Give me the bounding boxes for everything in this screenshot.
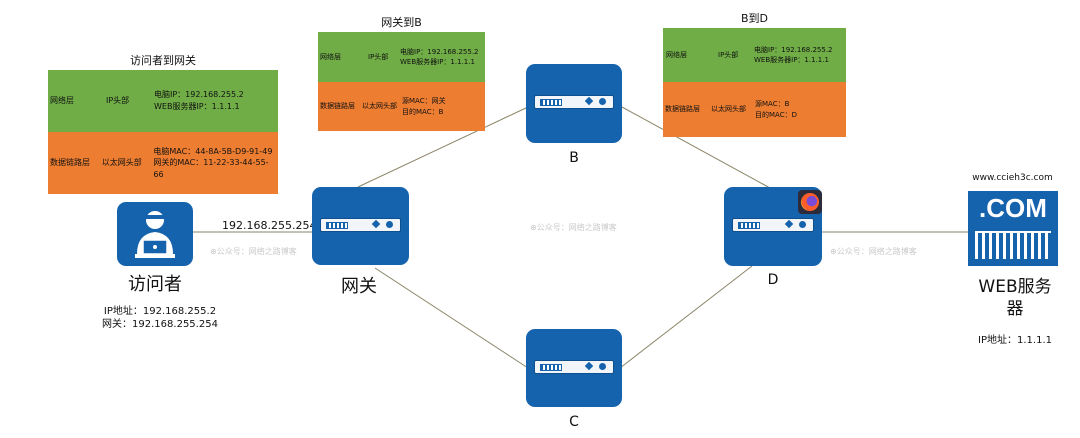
ip-header-content: 电脑IP：192.168.255.2 WEB服务器IP：1.1.1.1 (754, 45, 833, 65)
router-d-label: D (767, 272, 779, 288)
eth-header-content: 源MAC：网关 目的MAC：B (402, 96, 446, 116)
router-b[interactable] (526, 64, 622, 143)
router-icon (534, 95, 614, 109)
eth-header-label: 以太网头部 (101, 158, 142, 168)
network-layer-row: 网络层 IP头部 电脑IP：192.168.255.2 WEB服务器IP：1.1… (318, 32, 485, 82)
network-layer-row: 网络层 IP头部 电脑IP：192.168.255.2 WEB服务器IP：1.1… (663, 28, 846, 82)
ip-line-1: 电脑IP：192.168.255.2 (400, 47, 479, 56)
ip-header-label: IP头部 (106, 96, 130, 106)
gateway-ip-label: 192.168.255.254 (222, 219, 317, 232)
ip-line-2: WEB服务器IP：1.1.1.1 (154, 102, 240, 111)
gateway-router[interactable] (312, 187, 409, 265)
wechat-icon: ⊕ (830, 247, 837, 256)
router-c-label: C (569, 414, 579, 430)
visitor-ip: IP地址：192.168.255.2 (103, 306, 217, 317)
server-label-line2: 器 (1006, 299, 1024, 319)
visitor-label: 访问者 (128, 274, 182, 295)
visitor-gateway-ip: 网关：192.168.255.254 (102, 319, 218, 330)
table-title: 网关到B (381, 16, 422, 29)
ip-line-1: 电脑IP：192.168.255.2 (754, 45, 833, 54)
server-url: www.ccieh3c.com (972, 173, 1053, 183)
mac-line-2: 网关的MAC：11-22-33-44-55-66 (153, 158, 269, 179)
router-c[interactable] (526, 329, 622, 407)
wechat-icon: ⊕ (210, 247, 217, 256)
mac-line-2: 目的MAC：D (755, 110, 797, 119)
link-layer-row: 数据链路层 以太网头部 源MAC：B 目的MAC：D (663, 82, 846, 137)
server-bars-icon (975, 233, 1051, 259)
watermark: ⊕公众号：网络之路博客 (210, 246, 297, 257)
ip-header-label: IP头部 (718, 50, 739, 59)
network-layer-label: 网络层 (666, 50, 687, 59)
router-d[interactable] (724, 187, 822, 266)
eth-header-label: 以太网头部 (362, 102, 397, 111)
router-b-label: B (569, 150, 579, 166)
frame-table-gateway-b: 网关到B 网络层 IP头部 电脑IP：192.168.255.2 WEB服务器I… (318, 16, 485, 131)
mac-line-1: 源MAC：B (755, 100, 790, 109)
com-text: .COM (979, 193, 1047, 223)
mac-line-1: 源MAC：网关 (402, 97, 446, 106)
ip-header-label: IP头部 (368, 52, 389, 61)
router-icon (732, 218, 814, 232)
router-icon (320, 218, 401, 232)
link-c-d (619, 265, 753, 369)
eth-header-label: 以太网头部 (711, 105, 746, 114)
frame-table-visitor-gateway: 访问者到网关 网络层 IP头部 电脑IP：192.168.255.2 WEB服务… (48, 54, 278, 194)
router-icon (534, 360, 614, 374)
watermark-text: 公众号：网络之路博客 (536, 223, 617, 232)
link-b-d (621, 106, 771, 189)
browser-icon (798, 190, 822, 214)
frame-table-b-d: B到D 网络层 IP头部 电脑IP：192.168.255.2 WEB服务器IP… (663, 12, 846, 137)
watermark: ⊕公众号：网络之路博客 (830, 246, 917, 257)
person-at-computer-icon (135, 211, 175, 258)
watermark: ⊕公众号：网络之路博客 (530, 222, 617, 233)
ip-header-content: 电脑IP：192.168.255.2 WEB服务器IP：1.1.1.1 (154, 89, 244, 112)
table-title: B到D (740, 12, 769, 25)
link-gateway-c (374, 267, 529, 369)
watermark-text: 公众号：网络之路博客 (216, 247, 297, 256)
ip-line-1: 电脑IP：192.168.255.2 (154, 90, 244, 100)
server-ip: IP地址：1.1.1.1 (978, 335, 1052, 346)
watermark-text: 公众号：网络之路博客 (836, 247, 917, 256)
network-layer-label: 网络层 (320, 52, 341, 61)
link-layer-row: 数据链路层 以太网头部 电脑MAC：44-8A-5B-D9-91-49 网关的M… (48, 132, 278, 194)
ip-header-content: 电脑IP：192.168.255.2 WEB服务器IP：1.1.1.1 (400, 47, 479, 67)
wechat-icon: ⊕ (530, 223, 537, 232)
eth-header-content: 电脑MAC：44-8A-5B-D9-91-49 网关的MAC：11-22-33-… (153, 146, 278, 181)
link-layer-label: 数据链路层 (50, 158, 90, 168)
visitor-user-icon[interactable] (117, 202, 193, 266)
link-gateway-b (357, 106, 529, 188)
server-label: WEB服务 器 (965, 276, 1065, 320)
table-title: 访问者到网关 (130, 54, 196, 67)
link-layer-label: 数据链路层 (665, 105, 700, 114)
server-label-line1: WEB服务 (978, 277, 1052, 297)
network-layer-label: 网络层 (50, 96, 74, 106)
gateway-label: 网关 (341, 276, 377, 297)
mac-line-2: 目的MAC：B (402, 107, 444, 116)
ip-line-2: WEB服务器IP：1.1.1.1 (400, 58, 475, 66)
link-layer-row: 数据链路层 以太网头部 源MAC：网关 目的MAC：B (318, 82, 485, 131)
mac-line-1: 电脑MAC：44-8A-5B-D9-91-49 (153, 146, 273, 156)
link-layer-label: 数据链路层 (320, 102, 355, 111)
ip-line-2: WEB服务器IP：1.1.1.1 (754, 56, 829, 64)
web-server-icon[interactable]: .COM (968, 191, 1058, 266)
server-divider (975, 231, 1051, 233)
eth-header-content: 源MAC：B 目的MAC：D (755, 99, 797, 119)
visitor-addresses: IP地址：192.168.255.2 网关：192.168.255.254 (90, 305, 230, 331)
network-layer-row: 网络层 IP头部 电脑IP：192.168.255.2 WEB服务器IP：1.1… (48, 70, 278, 132)
